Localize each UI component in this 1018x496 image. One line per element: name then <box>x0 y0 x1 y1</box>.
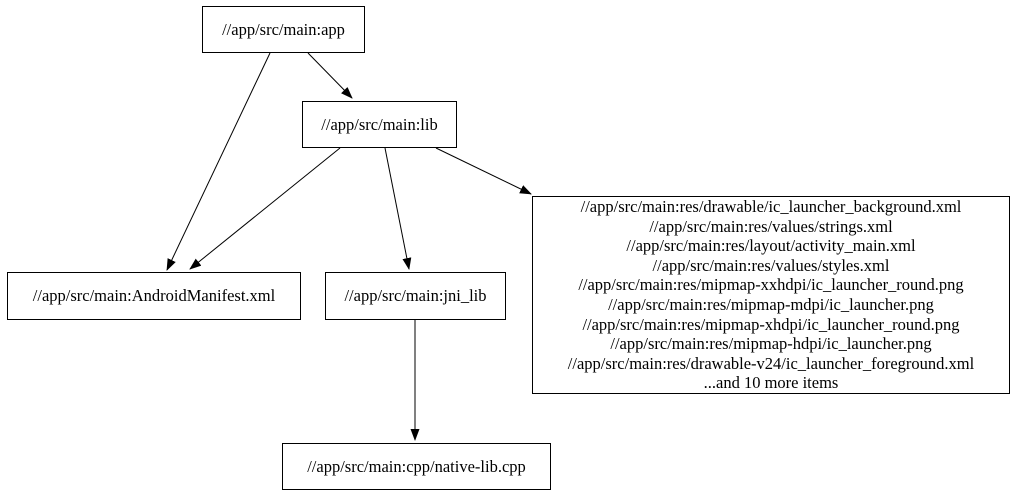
res-group-line: //app/src/main:res/drawable/ic_launcher_… <box>580 197 962 217</box>
node-jni-lib: //app/src/main:jni_lib <box>325 272 506 320</box>
res-group-line: //app/src/main:res/values/styles.xml <box>652 255 890 275</box>
node-lib-label: //app/src/main:lib <box>321 114 438 134</box>
res-group-line: //app/src/main:res/drawable-v24/ic_launc… <box>567 353 975 373</box>
res-group-line: //app/src/main:res/mipmap-xhdpi/ic_launc… <box>582 314 960 334</box>
edge-app-to-androidmanifest <box>166 52 271 271</box>
node-app-label: //app/src/main:app <box>222 19 345 39</box>
edge-lib-to-androidmanifest <box>189 147 341 270</box>
node-androidmanifest-label: //app/src/main:AndroidManifest.xml <box>32 286 276 306</box>
node-androidmanifest: //app/src/main:AndroidManifest.xml <box>7 272 301 320</box>
res-group-line: //app/src/main:res/mipmap-xxhdpi/ic_laun… <box>578 275 964 295</box>
res-group-line: //app/src/main:res/values/strings.xml <box>649 216 893 236</box>
node-app: //app/src/main:app <box>202 6 365 53</box>
node-native-lib-cpp: //app/src/main:cpp/native-lib.cpp <box>282 443 551 490</box>
node-lib: //app/src/main:lib <box>302 101 457 148</box>
edge-lib-to-jni-lib <box>384 147 412 270</box>
edge-lib-to-res-group <box>435 147 532 195</box>
res-group-line: //app/src/main:res/layout/activity_main.… <box>626 236 916 256</box>
res-group-line: //app/src/main:res/mipmap-mdpi/ic_launch… <box>608 295 934 314</box>
res-group-line: ...and 10 more items <box>703 373 839 393</box>
node-jni-lib-label: //app/src/main:jni_lib <box>344 286 487 306</box>
res-group-line: //app/src/main:res/mipmap-hdpi/ic_launch… <box>610 334 932 354</box>
node-res-group: //app/src/main:res/drawable/ic_launcher_… <box>532 196 1010 394</box>
node-native-lib-cpp-label: //app/src/main:cpp/native-lib.cpp <box>307 456 526 476</box>
edge-app-to-lib <box>307 52 353 99</box>
